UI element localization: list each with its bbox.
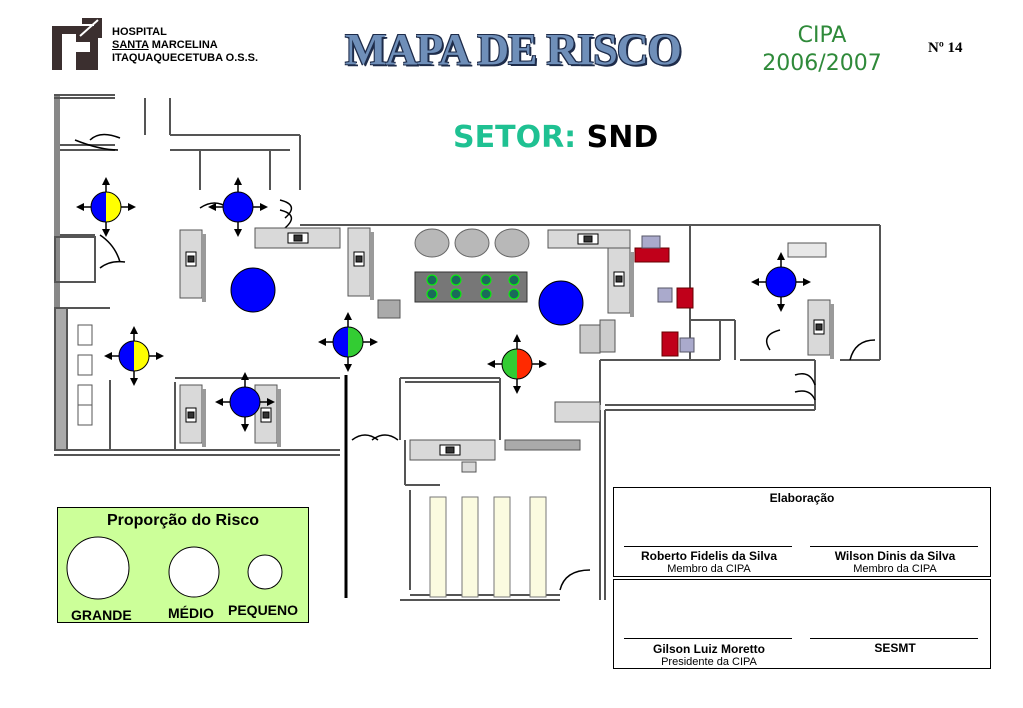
doors (74, 133, 876, 591)
signature-line-1 (624, 546, 792, 547)
signature-role-2: Membro da CIPA (853, 563, 937, 575)
desks (634, 235, 695, 357)
sector-title: SETOR: SND (453, 120, 658, 155)
map-number: Nº 14 (928, 40, 963, 56)
risk-legend: Proporção do Risco GRANDE MÉDIO PEQUENO (57, 507, 309, 623)
shelves (429, 496, 547, 598)
sector-label: SETOR: (453, 120, 577, 155)
legend-circles (66, 536, 283, 600)
signature-box-bottom: Gilson Luiz Moretto Presidente da CIPA S… (613, 579, 991, 669)
signature-line-4 (810, 638, 978, 639)
legend-small-label: PEQUENO (228, 602, 299, 618)
risk-marker-m7 (750, 251, 812, 313)
signature-name-1: Roberto Fidelis da Silva (640, 549, 778, 563)
risk-marker-m6 (486, 333, 548, 395)
stove (414, 271, 528, 303)
legend-medium-label: MÉDIO (168, 605, 214, 621)
cipa-block: CIPA 2006/2007 (742, 22, 902, 78)
counter-shadows (202, 232, 834, 447)
risk-marker-m2 (207, 176, 269, 238)
risk-marker-m1 (75, 176, 137, 238)
sector-value: SND (586, 120, 659, 155)
legend-small-circle (247, 554, 283, 590)
signature-section-title: Elaboração (769, 491, 835, 505)
risk-markers (75, 176, 812, 433)
signature-role-1: Membro da CIPA (667, 563, 751, 575)
page-title: MAPA DE RISCO (345, 25, 682, 74)
signature-name-4: SESMT (874, 641, 916, 655)
hospital-line2-underlined: SANTA (112, 39, 149, 51)
legend-medium-circle (168, 546, 220, 598)
signature-box-top: Elaboração Roberto Fidelis da Silva Memb… (613, 487, 991, 577)
cipa-label: CIPA (797, 23, 847, 48)
signature-line-2 (810, 546, 978, 547)
risk-marker-m3 (103, 325, 165, 387)
risk-marker-m5 (317, 311, 379, 373)
risk-marker-m4 (214, 371, 276, 433)
hospital-line2-rest: MARCELINA (148, 39, 218, 51)
hospital-logo (52, 18, 102, 72)
legend-large-circle (66, 536, 130, 600)
walls (54, 94, 881, 601)
signature-name-2: Wilson Dinis da Silva (834, 549, 956, 563)
legend-large-label: GRANDE (71, 607, 132, 623)
large-risk-circles (230, 267, 584, 326)
signature-line-3 (624, 638, 792, 639)
legend-title: Proporção do Risco (106, 512, 260, 529)
hospital-name: HOSPITAL SANTA MARCELINA ITAQUAQUECETUBA… (112, 26, 258, 65)
sink-icons (185, 232, 825, 456)
hospital-line1: HOSPITAL (112, 26, 167, 38)
cipa-years: 2006/2007 (762, 51, 882, 76)
signature-name-3: Gilson Luiz Moretto (653, 642, 765, 656)
hospital-line3: ITAQUAQUECETUBA O.S.S. (112, 52, 259, 64)
signature-role-3: Presidente da CIPA (661, 656, 757, 668)
cooking-pots (414, 228, 530, 258)
